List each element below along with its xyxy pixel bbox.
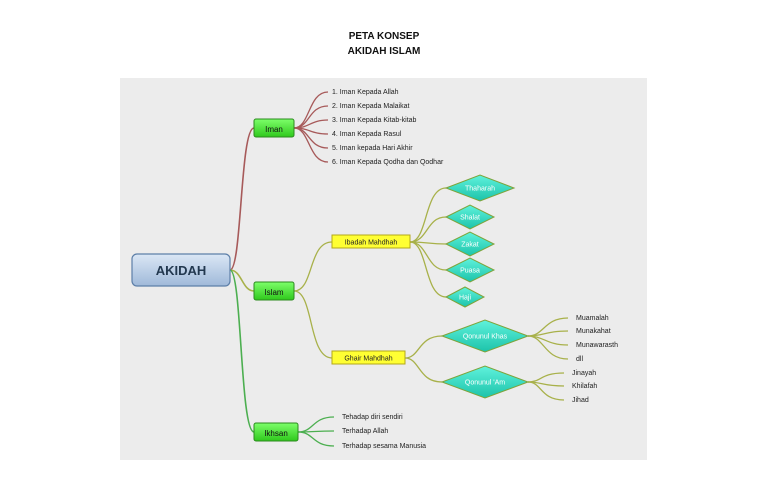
diamond-label: Thaharah: [465, 186, 495, 193]
mind-map-canvas: AKIDAH Iman Islam Ikhsan 1. Iman Kepada …: [120, 78, 647, 460]
khas-item: Muamalah: [576, 315, 609, 322]
diamond-label: Zakat: [461, 242, 479, 249]
diamond-label: Haji: [459, 295, 472, 302]
khas-item: Munakahat: [576, 328, 611, 335]
root-node: AKIDAH: [131, 253, 231, 287]
qonunul-khas-label: Qonunul Khas: [463, 334, 508, 341]
ikhsan-item: Tehadap diri sendiri: [342, 414, 403, 421]
ghair-mahdhah-node: Ghair Mahdhah: [331, 350, 406, 365]
diagram-title-line2: AKIDAH ISLAM: [347, 46, 421, 57]
connectors: [229, 91, 569, 447]
root-label: AKIDAH: [156, 263, 207, 278]
islam-node: Islam: [253, 281, 295, 301]
qonunul-am-items: Jinayah Khilafah Jihad: [572, 370, 597, 404]
qonunul-khas-items: Muamalah Munakahat Munawarasth dll: [576, 315, 618, 363]
diagram-title-line1: PETA KONSEP: [348, 31, 420, 42]
iman-items: 1. Iman Kepada Allah 2. Iman Kepada Mala…: [332, 89, 444, 166]
qonunul-am-label: Qonunul 'Am: [465, 380, 505, 387]
ghair-mahdhah-label: Ghair Mahdhah: [344, 356, 392, 363]
ikhsan-label: Ikhsan: [264, 429, 288, 438]
ikhsan-item: Terhadap sesama Manusia: [342, 443, 426, 450]
am-item: Khilafah: [572, 383, 597, 390]
iman-node: Iman: [253, 118, 295, 138]
ikhsan-item: Terhadap Allah: [342, 428, 388, 435]
ibadah-items: Thaharah Shalat Zakat Puasa Haji: [444, 174, 516, 308]
diamond-label: Puasa: [460, 268, 480, 275]
iman-item: 6. Iman Kepada Qodha dan Qodhar: [332, 159, 444, 166]
diamond-label: Shalat: [460, 215, 480, 222]
ibadah-mahdhah-node: Ibadah Mahdhah: [331, 234, 411, 249]
diamond-node: Haji: [444, 286, 486, 308]
diamond-node: Shalat: [444, 204, 496, 230]
islam-label: Islam: [264, 288, 283, 297]
iman-label: Iman: [265, 125, 283, 134]
am-item: Jinayah: [572, 370, 596, 377]
iman-item: 3. Iman Kepada Kitab-kitab: [332, 117, 417, 124]
diamond-node: Zakat: [444, 231, 496, 257]
khas-item: dll: [576, 356, 583, 363]
ikhsan-node: Ikhsan: [253, 422, 299, 442]
iman-item: 5. Iman kepada Hari Akhir: [332, 145, 413, 152]
iman-item: 1. Iman Kepada Allah: [332, 89, 399, 96]
diamond-node: Puasa: [444, 257, 496, 283]
ikhsan-items: Tehadap diri sendiri Terhadap Allah Terh…: [342, 414, 426, 450]
iman-item: 2. Iman Kepada Malaikat: [332, 103, 409, 110]
diamond-node: Thaharah: [444, 174, 516, 202]
qonunul-khas-node: Qonunul Khas: [440, 319, 530, 353]
khas-item: Munawarasth: [576, 342, 618, 349]
iman-item: 4. Iman Kepada Rasul: [332, 131, 402, 138]
am-item: Jihad: [572, 397, 589, 404]
ibadah-mahdhah-label: Ibadah Mahdhah: [345, 240, 398, 247]
mind-map: AKIDAH Iman Islam Ikhsan 1. Iman Kepada …: [131, 89, 618, 450]
qonunul-am-node: Qonunul 'Am: [440, 365, 530, 399]
